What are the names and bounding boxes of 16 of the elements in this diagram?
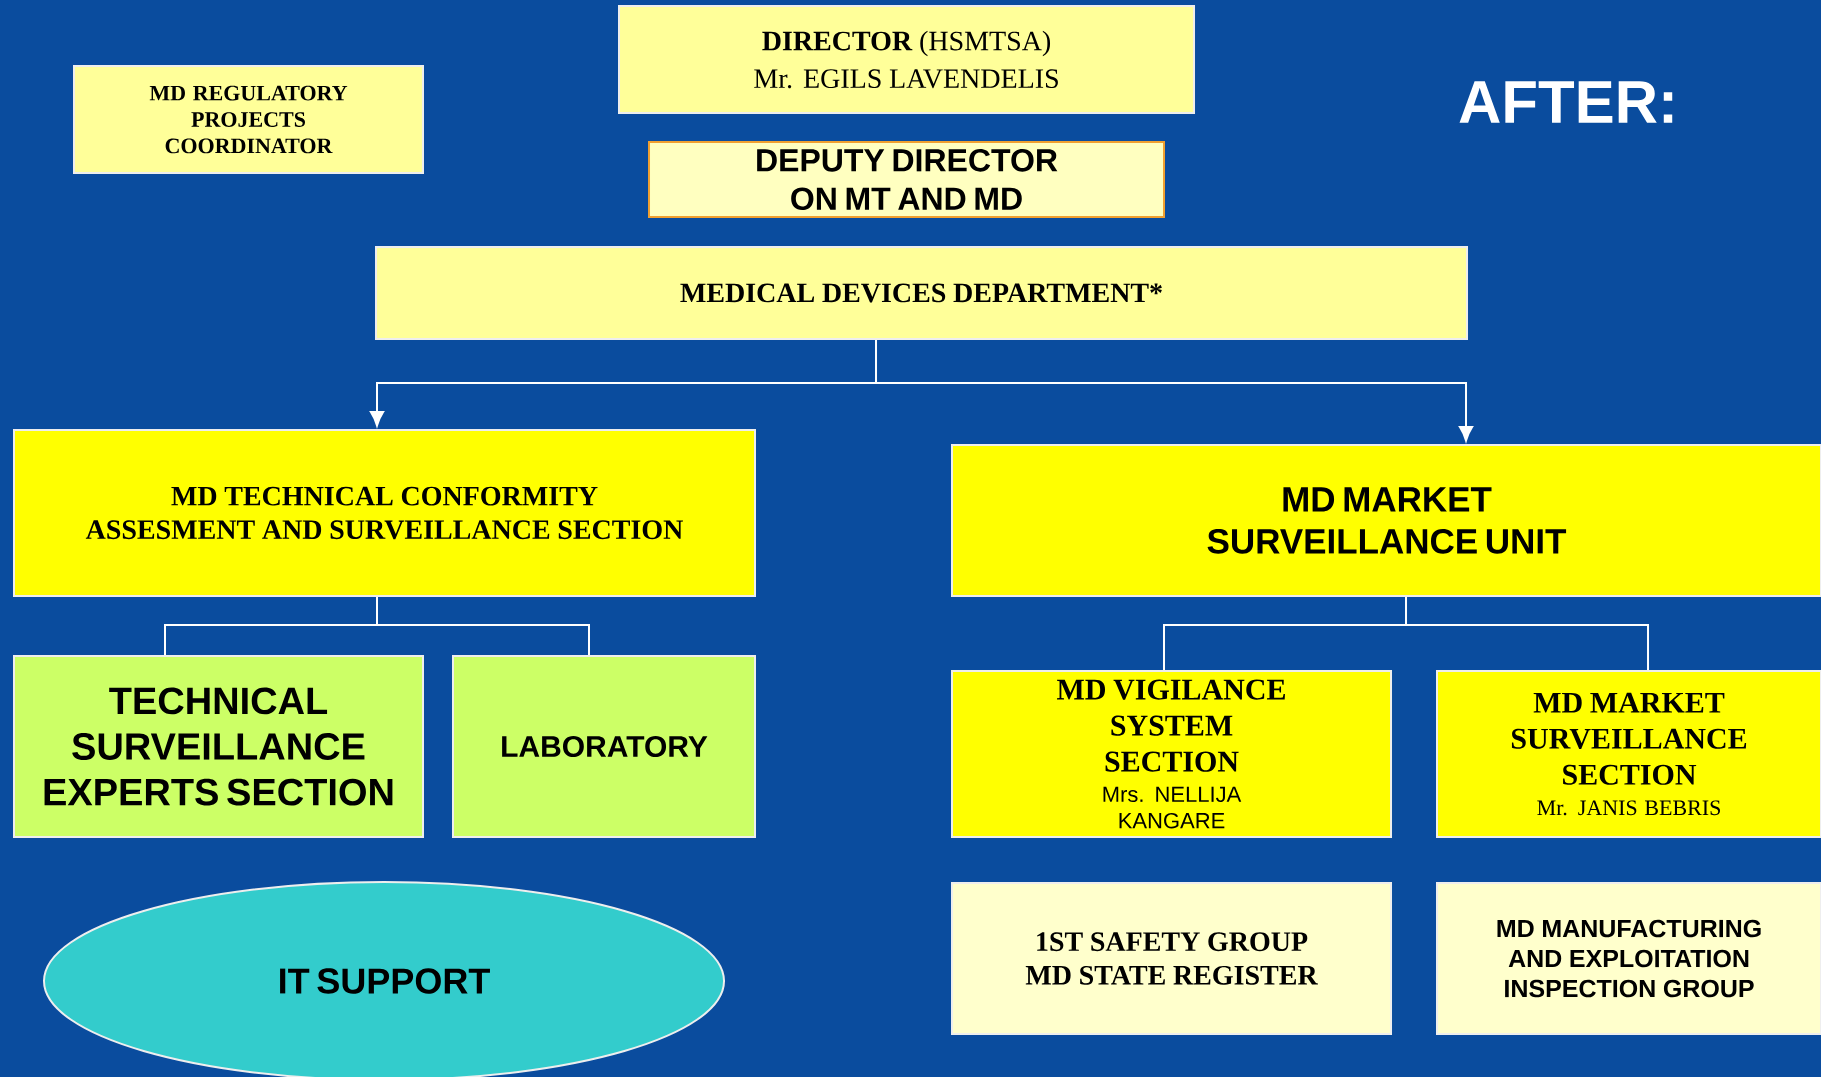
connector — [376, 596, 590, 656]
connector — [1405, 596, 1649, 671]
section-box: LABORATORY — [452, 655, 756, 838]
role-box: MD REGULATORY PROJECTS COORDINATOR — [73, 65, 424, 174]
section-box: MD TECHNICAL CONFORMITY ASSESMENT AND SURVEILLANCE SECTION — [13, 429, 756, 597]
slide-heading: AFTER: — [1459, 81, 1673, 123]
department-box: MEDICAL DEVICES DEPARTMENT* — [375, 246, 1468, 340]
role-box: DEPUTY DIRECTOR ON MT AND MD — [648, 141, 1165, 218]
section-box: MD VIGILANCE SYSTEM SECTION Mrs. NELLIJA KANGARE — [951, 670, 1392, 838]
unit-box: MD MARKET SURVEILLANCE UNIT — [951, 444, 1821, 597]
group-box: 1ST SAFETY GROUP MD STATE REGISTER — [951, 882, 1392, 1035]
group-box: MD MANUFACTURING AND EXPLOITATION INSPECTION GROUP — [1436, 882, 1821, 1035]
section-box: TECHNICAL SURVEILLANCE EXPERTS SECTION — [13, 655, 424, 838]
section-box: MD MARKET SURVEILLANCE SECTION Mr. JANIS BEBRIS — [1436, 670, 1821, 838]
role-box: DIRECTOR (HSMTSA) Mr. EGILS LAVENDELIS — [618, 5, 1195, 114]
connector — [875, 339, 1474, 442]
